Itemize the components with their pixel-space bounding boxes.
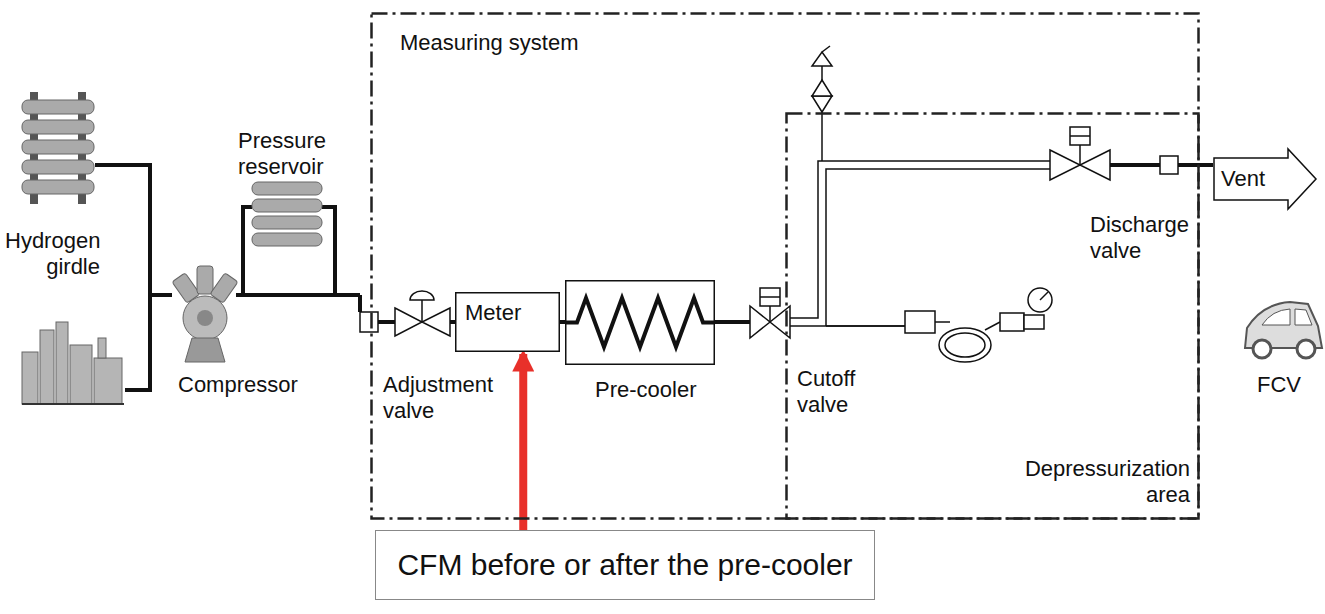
measuring-region: Depressurization areaMeterPre-coolerMeas… (370, 12, 1200, 520)
region-label: Measuring system (400, 30, 579, 56)
pointer-arrow (519, 354, 527, 530)
cutoff-valve-symbol (750, 288, 790, 338)
compressor-icon (172, 266, 238, 362)
pipe-lines (95, 165, 1213, 390)
caption-box: CFM before or after the pre-cooler (375, 530, 875, 600)
hydrogen-rack-icon (22, 92, 94, 204)
valve-label: Adjustment valve (383, 372, 513, 424)
source-label: Hydrogen girdle (5, 228, 100, 280)
factory-icon (22, 322, 124, 404)
reservoir-icon (252, 182, 322, 246)
region-label: Depressurization area (1010, 456, 1190, 508)
adjustment-valve-symbol (395, 291, 450, 336)
node-label: Vent (1221, 166, 1265, 192)
discharge-valve-symbol (1050, 127, 1178, 180)
double-pipe (790, 112, 1050, 326)
pipe-connector (560, 320, 565, 324)
precooler-box: Pre-cooler (565, 280, 715, 365)
safety-valve-symbol (812, 46, 832, 112)
node-label: Meter (465, 300, 521, 326)
part-label: Compressor (178, 372, 318, 398)
valve-label: Cutoff valve (797, 366, 877, 418)
fcv-car-icon (1245, 302, 1322, 358)
measuring-region-outline (370, 12, 1200, 520)
meter-box: Meter (455, 292, 560, 352)
node-label: Pre-cooler (595, 377, 696, 403)
caption-text: CFM before or after the pre-cooler (397, 547, 852, 583)
valve-label: Discharge valve (1090, 212, 1195, 264)
depressurization-region: Depressurization area (785, 112, 1200, 520)
precooler-box-outline (565, 280, 715, 365)
pipe-coupling (360, 312, 378, 332)
vent-arrow: Vent (1213, 148, 1318, 210)
vehicle-label: FCV (1257, 372, 1317, 398)
dispenser-hose (905, 288, 1052, 362)
part-label: Pressure reservoir (238, 128, 338, 180)
